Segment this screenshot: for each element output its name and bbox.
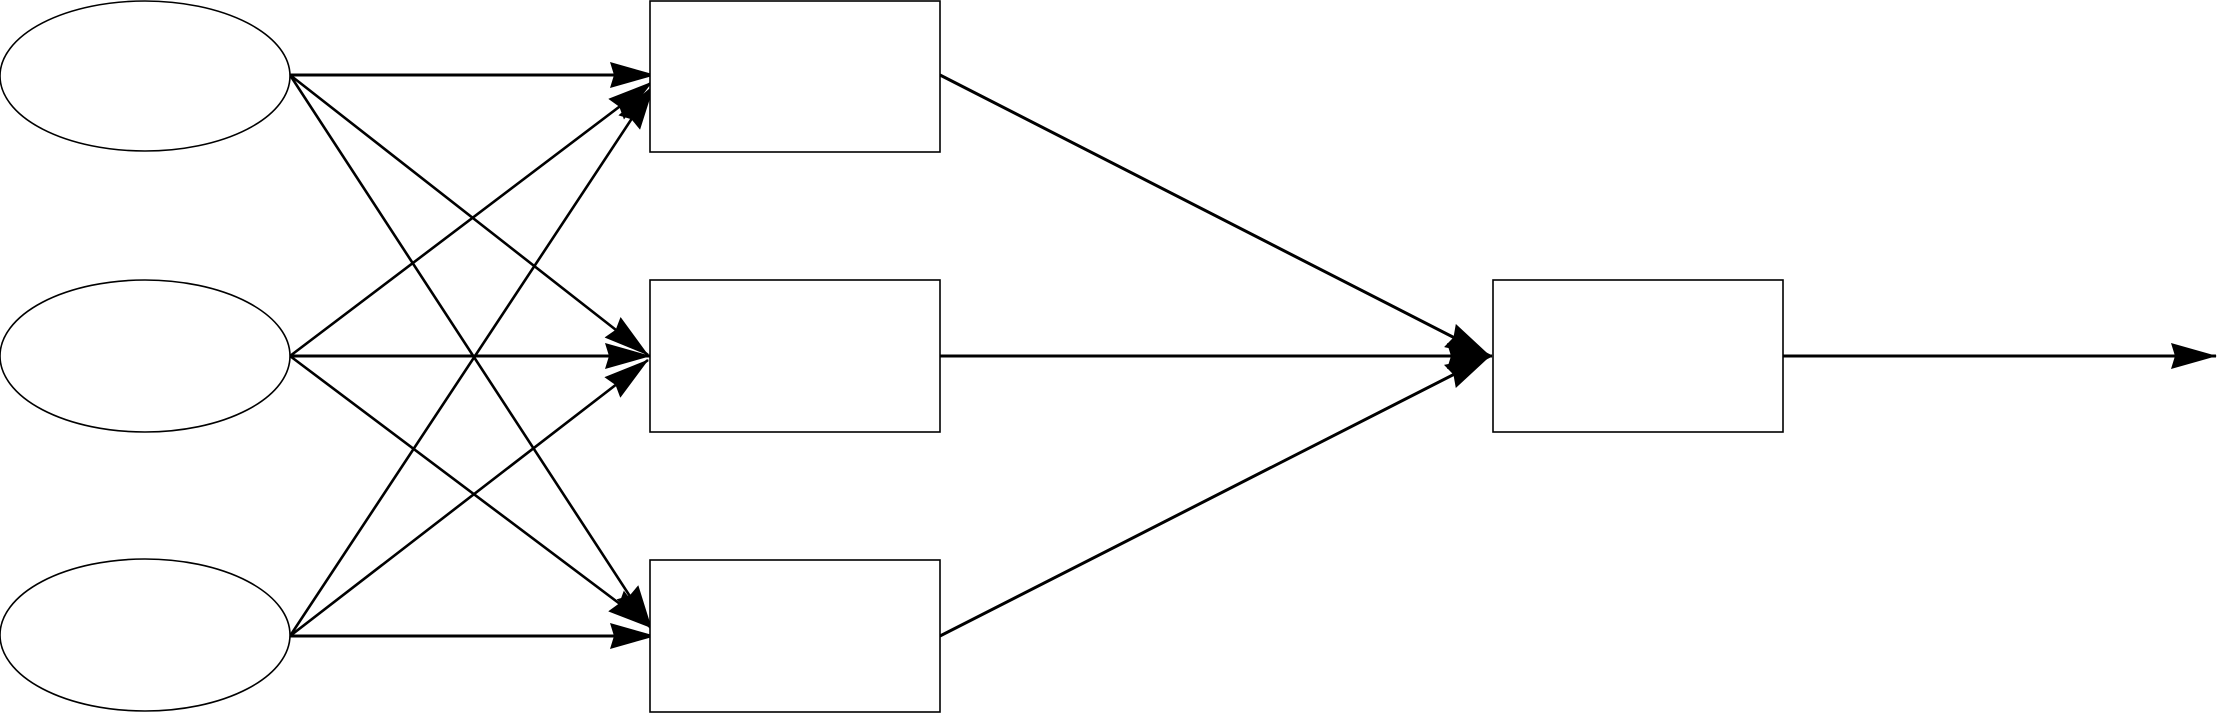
- edge-hidden1-output: [939, 73, 1491, 358]
- input-node-3: [0, 558, 291, 712]
- edge-input3-hidden1: [288, 84, 656, 637]
- input-node-1: [0, 0, 291, 152]
- hidden-to-output-edges: [939, 73, 1493, 638]
- input-layer: [0, 0, 291, 712]
- hidden-layer: [649, 0, 941, 713]
- output-layer: [1492, 279, 1784, 433]
- edge-hidden3-output: [939, 354, 1491, 638]
- hidden-node-1: [649, 0, 941, 153]
- hidden-node-3: [649, 559, 941, 713]
- output-node-1: [1492, 279, 1784, 433]
- edge-input2-hidden1: [289, 80, 653, 358]
- input-node-2: [0, 279, 291, 433]
- edge-input3-hidden2: [289, 358, 649, 638]
- edge-input1-hidden2: [289, 73, 649, 357]
- edge-input2-hidden3: [289, 354, 653, 630]
- input-to-hidden-edges: [288, 62, 656, 649]
- hidden-node-2: [649, 279, 941, 433]
- edge-input1-hidden3: [288, 74, 654, 631]
